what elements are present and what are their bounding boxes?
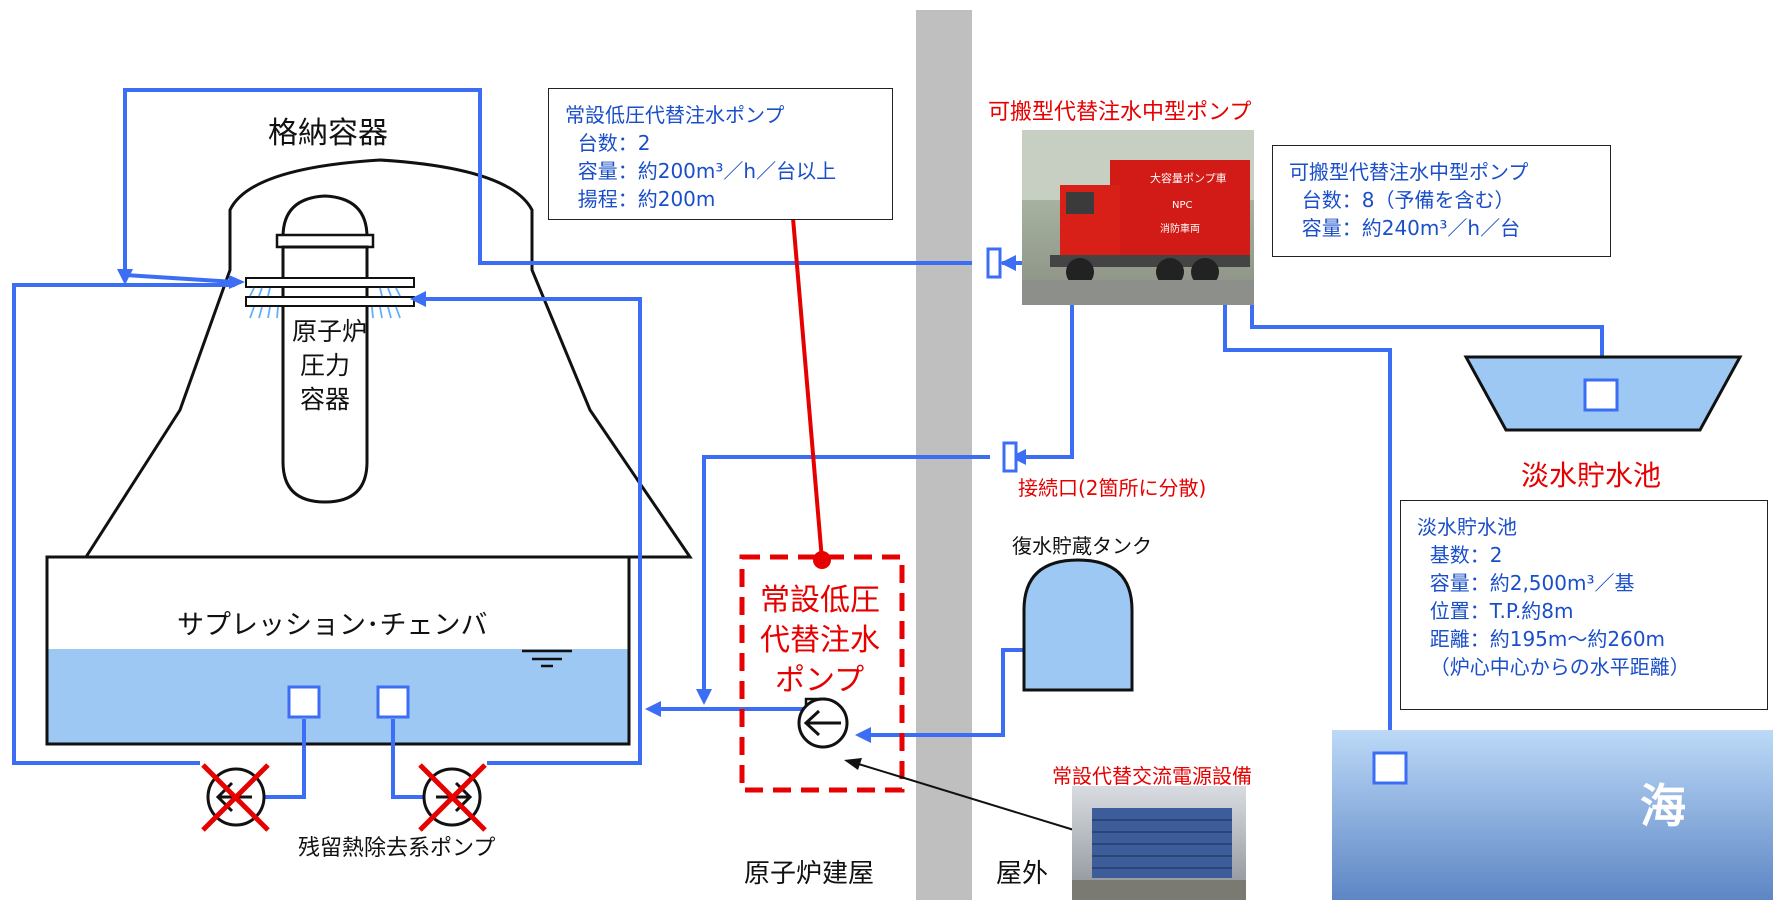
containment-vessel (83, 158, 693, 559)
permanent-pump-info-box: 常設低圧代替注水ポンプ 台数：2 容量：約200m³／h／台以上 揚程：約200… (548, 88, 893, 220)
ac-power-label: 常設代替交流電源設備 (1052, 764, 1252, 788)
permanent-pump-label-line3: ポンプ (775, 663, 865, 698)
sea-label: 海 (1640, 779, 1686, 833)
suction-strainer-1 (287, 685, 321, 719)
condensate-tank-label: 復水貯蔵タンク (1012, 534, 1152, 558)
pond-info-box: 淡水貯水池 基数：2 容量：約2,500m³／基 位置：T.P.約8m 距離：約… (1400, 500, 1768, 710)
connection-port-label: 接続口(2箇所に分散) (1018, 476, 1207, 500)
flow-arrows (117, 255, 1026, 743)
truck-decal-text: 消防車両 (1160, 224, 1200, 235)
power-supply-arrow (851, 761, 1075, 831)
portable-pump-info-line: 可搬型代替注水中型ポンプ (1289, 160, 1529, 184)
rpv-label-line3: 容器 (300, 385, 351, 414)
pond-info-line: 淡水貯水池 (1417, 515, 1517, 539)
suppression-chamber-label: サプレッション･チェンバ (177, 610, 488, 641)
rhr-pump-right (418, 763, 487, 832)
pond-info-line: 容量：約2,500m³／基 (1417, 571, 1635, 595)
portable-pump-info-line: 容量：約240m³／h／台 (1289, 216, 1521, 240)
portable-pump-truck-photo (1022, 130, 1254, 305)
portable-pump-info-box: 可搬型代替注水中型ポンプ 台数：8（予備を含む） 容量：約240m³／h／台 (1272, 145, 1611, 257)
water-piping (12, 88, 1604, 799)
rhr-pump-label: 残留熱除去系ポンプ (298, 836, 496, 861)
truck-decal-text: NPC (1172, 200, 1193, 211)
reactor-pressure-vessel (275, 194, 375, 504)
connection-port-upper (986, 247, 1002, 279)
portable-pump-info-line: 台数：8（予備を含む） (1289, 188, 1515, 212)
pond-info-line: 基数：2 (1417, 543, 1503, 567)
pond-info-line: （炉心中心からの水平距離） (1417, 655, 1690, 679)
spray-header (245, 277, 415, 319)
containment-label: 格納容器 (268, 116, 388, 151)
leader-dot (813, 551, 831, 569)
pond-info-line: 距離：約195m～約260m (1417, 627, 1666, 651)
sea-intake (1372, 751, 1408, 785)
permanent-pump-label-line1: 常設低圧 (760, 583, 880, 618)
permanent-pump-info-line: 容量：約200m³／h／台以上 (565, 159, 837, 183)
permanent-pump-info-line: 常設低圧代替注水ポンプ (565, 103, 785, 127)
outdoor-label: 屋外 (996, 859, 1049, 889)
condensate-storage-tank (1022, 558, 1134, 692)
rhr-pump-left (201, 763, 270, 832)
permanent-pump-symbol (797, 697, 849, 749)
ac-power-generator-photo (1072, 786, 1246, 900)
rpv-label-line1: 原子炉 (292, 317, 368, 346)
freshwater-pond-label: 淡水貯水池 (1521, 459, 1662, 492)
pond-intake (1583, 378, 1619, 412)
permanent-pump-info-line: 台数：2 (565, 131, 651, 155)
pond-info-line: 位置：T.P.約8m (1417, 599, 1574, 623)
portable-pump-title: 可搬型代替注水中型ポンプ (988, 100, 1252, 125)
rpv-label-line2: 圧力 (300, 351, 351, 380)
permanent-pump-info-line: 揚程：約200m (565, 187, 716, 211)
permanent-pump-label-line2: 代替注水 (760, 623, 880, 658)
truck-decal-text: 大容量ポンプ車 (1150, 172, 1227, 185)
connection-port-lower (1002, 441, 1018, 473)
suppression-pool-water (48, 649, 628, 743)
reactor-building-label: 原子炉建屋 (744, 859, 875, 889)
suction-strainer-2 (376, 685, 410, 719)
permanent-pump-leader (791, 217, 824, 561)
water-level-mark (522, 649, 572, 668)
